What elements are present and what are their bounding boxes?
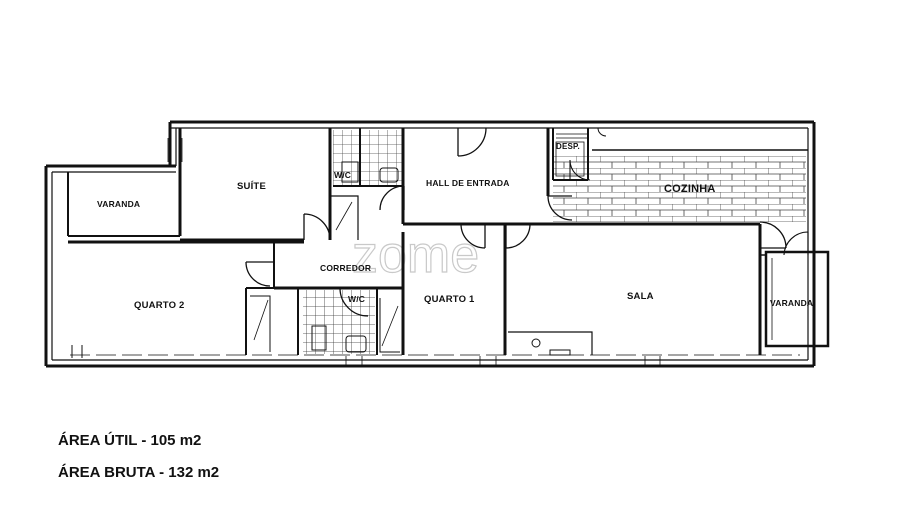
walls [44, 120, 830, 368]
room-label-varanda-left: VARANDA [97, 199, 140, 209]
room-label-sala: SALA [627, 291, 654, 302]
room-label-desp: DESP. [556, 142, 580, 151]
room-label-varanda-right: VARANDA [770, 298, 813, 308]
kitchen-brick-floor [553, 156, 806, 222]
wc-top-tiled-floor [333, 130, 403, 186]
room-label-quarto1: QUARTO 1 [424, 294, 475, 305]
room-label-hall: HALL DE ENTRADA [426, 178, 510, 188]
room-label-quarto2: QUARTO 2 [134, 300, 185, 311]
area-bruta-label: ÁREA BRUTA - 132 m2 [58, 464, 220, 481]
wc-tiled-floor [303, 290, 375, 354]
room-label-cozinha: COZINHA [664, 183, 716, 195]
room-label-wc-mid: W/C [348, 294, 365, 304]
area-util-label: ÁREA ÚTIL - 105 m2 [58, 432, 202, 449]
room-label-suite: SUÍTE [237, 181, 266, 192]
room-label-corredor: CORREDOR [320, 263, 371, 273]
room-label-wc-top: W/C [334, 170, 351, 180]
watermark: zome [352, 226, 479, 284]
